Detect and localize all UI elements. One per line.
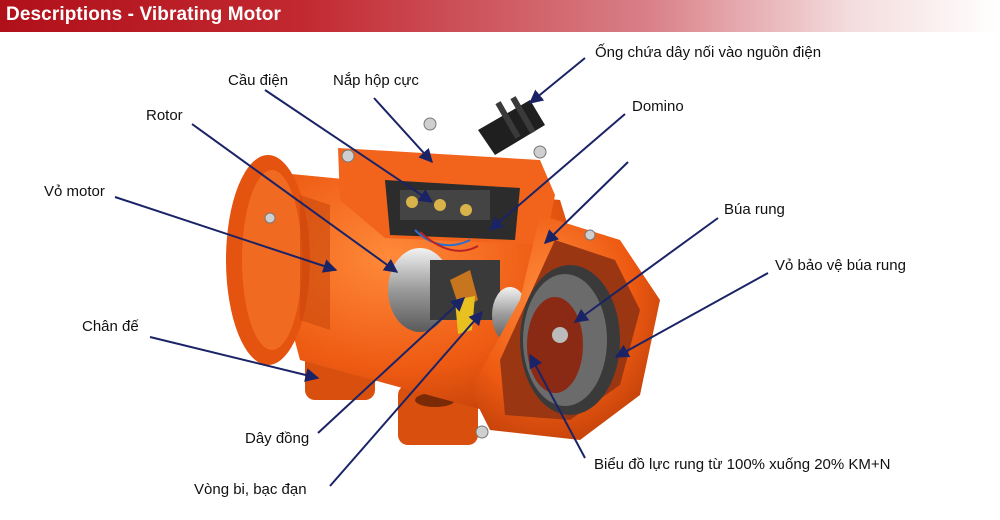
label-base-foot: Chân đế	[82, 318, 139, 335]
leader-arrows	[114, 57, 769, 487]
hammer-guard-shape	[470, 215, 660, 440]
label-vibration-hammer: Búa rung	[724, 201, 785, 218]
label-cable-conduit: Ống chứa dây nối vào nguồn điện	[595, 44, 822, 61]
arrow-cable-conduit	[528, 57, 586, 104]
header-banner: Descriptions - Vibrating Motor	[0, 0, 1000, 32]
arrow-vibration-hammer	[573, 217, 719, 323]
arrow-rotor	[191, 123, 399, 273]
label-rotor: Rotor	[146, 107, 183, 124]
arrow-copper-wire	[317, 297, 466, 434]
label-terminal-cover: Nắp hộp cực	[333, 72, 419, 89]
arrow-domino-2	[543, 161, 629, 244]
arrow-bearing	[329, 310, 483, 487]
label-force-chart: Biểu đồ lực rung từ 100% xuống 20% KM+N	[594, 456, 891, 473]
arrow-bridge	[264, 89, 434, 203]
page-title: Descriptions - Vibrating Motor	[6, 4, 282, 25]
arrow-hammer-guard	[614, 272, 769, 358]
label-bearing: Vòng bi, bạc đạn	[194, 481, 307, 498]
label-motor-housing: Vỏ motor	[44, 183, 105, 200]
arrow-terminal-cover	[373, 97, 433, 164]
label-copper-wire: Dây đồng	[245, 430, 310, 447]
arrow-force-chart	[529, 353, 586, 459]
bolts	[264, 117, 596, 439]
label-bridge: Cầu điện	[228, 72, 289, 89]
label-domino: Domino	[632, 98, 684, 115]
label-hammer-guard: Vỏ bảo vệ búa rung	[775, 257, 906, 274]
arrow-base-foot	[149, 336, 320, 382]
arrow-motor-housing	[114, 196, 338, 273]
arrow-domino	[488, 113, 626, 231]
cable-conduit-shape	[478, 96, 545, 155]
